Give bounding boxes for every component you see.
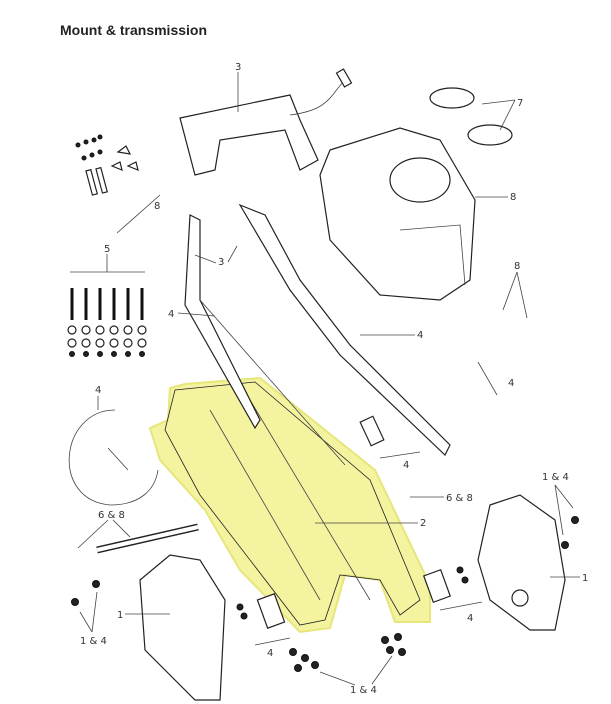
bracket-part-4-left[interactable] (256, 593, 286, 629)
callout-label: 5 (104, 244, 110, 255)
hardware-kit-8[interactable] (75, 134, 139, 196)
callout-label: 1 (117, 610, 123, 621)
callout-label: 8 (510, 192, 516, 203)
handle-part-3[interactable] (179, 68, 353, 176)
callout-label: 4 (467, 613, 473, 624)
motor-housing-part-8[interactable] (319, 127, 476, 301)
leader-lines (70, 72, 580, 686)
cap-parts-7[interactable] (429, 87, 513, 146)
hardware-group-circle (68, 409, 159, 506)
callout-label: 1 (582, 573, 588, 584)
page-title: Mount & transmission (60, 22, 208, 38)
spring-part (107, 447, 129, 471)
callout-label: 4 (403, 460, 409, 471)
bolt-set-part-5[interactable] (67, 288, 147, 357)
side-rails-part-4[interactable] (184, 203, 451, 466)
callout-label: 6 & 8 (446, 493, 473, 504)
bracket-part-4-right[interactable] (422, 568, 452, 604)
callout-label: 1 & 4 (350, 685, 377, 696)
gearbox-left-part-1[interactable] (139, 554, 226, 701)
screws-1-and-4[interactable] (71, 516, 579, 672)
callout-label: 4 (168, 309, 174, 320)
callout-label: 1 & 4 (80, 636, 107, 647)
frame-plate-part-2[interactable] (148, 376, 431, 634)
callout-label: 8 (154, 201, 160, 212)
callout-label: 4 (417, 330, 423, 341)
callout-label: 7 (517, 98, 523, 109)
bracket-part-4-top[interactable] (359, 415, 385, 447)
callout-label: 8 (514, 261, 520, 272)
callout-label: 3 (235, 62, 241, 73)
callout-label: 3 (218, 257, 224, 268)
callout-label: 4 (95, 385, 101, 396)
callout-label: 2 (420, 518, 426, 529)
callout-label: 4 (267, 648, 273, 659)
callout-label: 4 (508, 378, 514, 389)
callout-label: 1 & 4 (542, 472, 569, 483)
callout-label: 6 & 8 (98, 510, 125, 521)
gearbox-right-part-1[interactable] (477, 494, 566, 631)
